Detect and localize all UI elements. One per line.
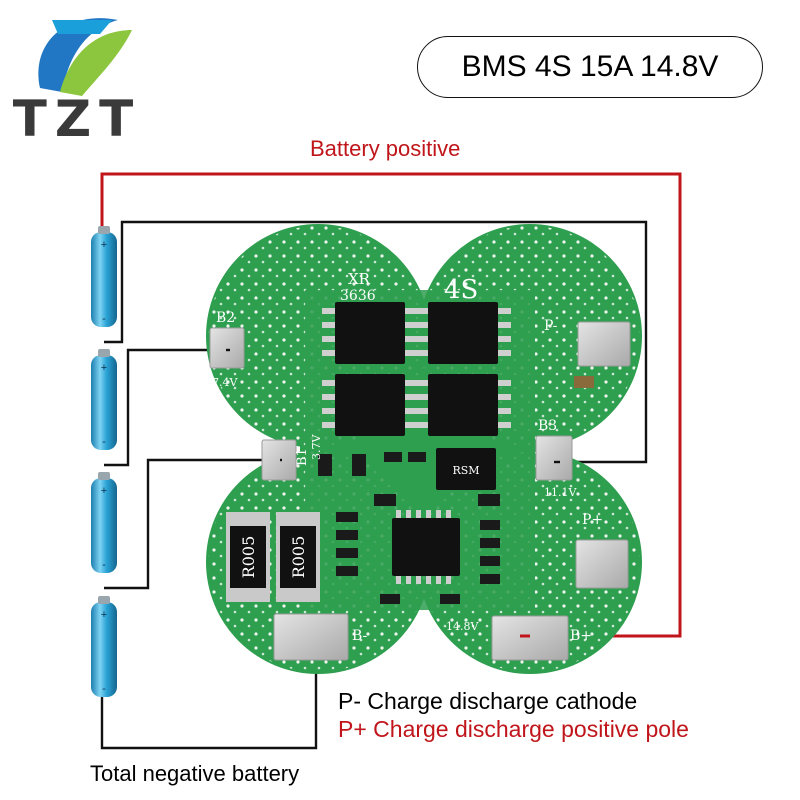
silk-b2: B2 [216,310,235,326]
silk-b-minus: B- [352,628,368,644]
silk-b1: B1 [295,448,310,466]
silk-b-plus: B+ [570,628,592,644]
solder-pads [209,321,631,661]
resistor-1-mark: R005 [239,536,258,579]
pad-b2 [209,327,245,369]
silk-11v1: 11.1V [544,486,577,499]
svg-text:+: + [101,362,107,374]
logo-text: TZT [12,90,142,148]
pad-b-minus [273,613,349,661]
pad-p-minus [577,321,631,367]
pad-b3 [535,435,573,481]
silk-p-minus: P- [544,318,558,334]
svg-text:+: + [101,239,107,251]
battery-cell-3: + - [91,472,117,573]
silk-7v4: 7.4V [212,376,238,389]
battery-cell-2: + - [91,349,117,450]
bms-pcb: RSM [206,224,642,674]
silk-part: 3636 [340,288,376,304]
p-plus-description: P+ Charge discharge positive pole [338,716,689,742]
battery-stack: + - + - + - + - [91,226,117,697]
total-negative-label: Total negative battery [90,761,300,786]
pad-b-plus [491,615,569,661]
mosfet-array [322,302,511,436]
battery-positive-label: Battery positive [310,136,461,161]
battery-cell-4: + - [91,596,117,697]
resistor-2-mark: R005 [289,536,308,579]
silk-b3: B3 [538,418,557,434]
tzt-logo [32,6,132,98]
battery-positive-wire [100,172,682,638]
control-ic [392,510,460,584]
silk-14v8: 14.8V [446,620,479,633]
svg-text:-: - [102,559,106,571]
svg-text:+: + [101,609,107,621]
svg-text:-: - [102,683,106,695]
silkscreen-labels: XR 3636 4S B2 7.4V B1 3.7V B3 11.1V P- P… [212,270,603,644]
wire-negative [100,640,318,750]
product-title: BMS 4S 15A 14.8V [417,36,763,98]
silk-p-plus: P+ [582,512,603,528]
schottky-diode [436,448,496,490]
p-minus-description: P- Charge discharge cathode [338,688,638,714]
svg-text:-: - [102,436,106,448]
svg-text:-: - [102,313,106,325]
pad-p-plus [575,539,629,589]
silk-4s: 4S [444,275,478,305]
battery-cell-1: + - [91,226,117,327]
balance-wires [100,220,648,750]
shunt-resistor-1 [226,512,270,602]
diode-mark: RSM [452,464,479,477]
smd-components [318,376,594,604]
wire-b2 [104,348,230,467]
silk-xr: XR [348,270,371,288]
pad-b1 [261,439,297,481]
silk-3v7: 3.7V [310,434,323,460]
wire-b3 [104,220,648,464]
shunt-resistor-2 [276,512,320,602]
wire-b1 [104,458,282,590]
svg-text:+: + [101,485,107,497]
